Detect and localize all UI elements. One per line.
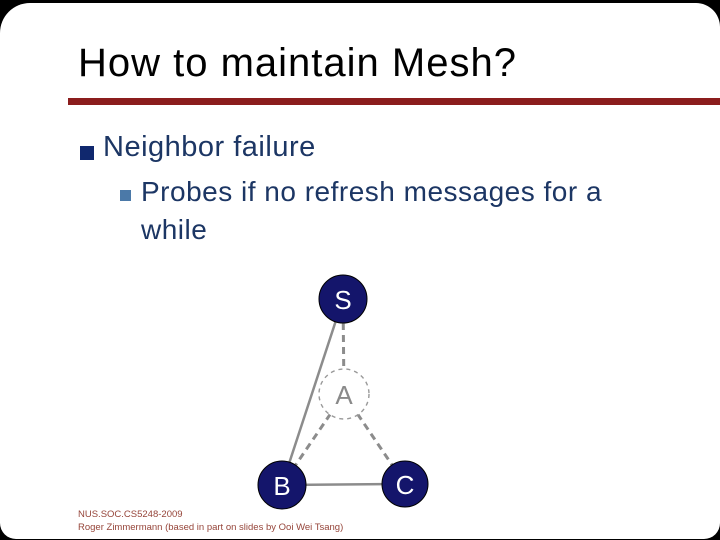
bullet-level2-marker bbox=[120, 190, 131, 201]
node-b-label: B bbox=[273, 471, 290, 501]
node-b-circle bbox=[257, 460, 307, 510]
footer-course-code: NUS.SOC.CS5248-2009 bbox=[78, 509, 183, 520]
slide: How to maintain Mesh? Neighbor failure P… bbox=[0, 3, 720, 539]
slide-title: How to maintain Mesh? bbox=[78, 41, 517, 85]
node-c-circle bbox=[381, 460, 429, 508]
footer-attribution: Roger Zimmermann (based in part on slide… bbox=[78, 522, 344, 533]
bullet-level2-text: Probes if no refresh messages for a whil… bbox=[141, 176, 603, 245]
title-rule bbox=[68, 98, 720, 105]
node-c-label: C bbox=[396, 470, 415, 500]
node-a-circle bbox=[318, 368, 370, 420]
bullet-level1-text: Neighbor failure bbox=[103, 131, 316, 163]
node-s-circle bbox=[318, 274, 368, 324]
footer: NUS.SOC.CS5248-2009 Roger Zimmermann (ba… bbox=[78, 508, 343, 534]
bullet-level1-marker bbox=[80, 146, 94, 160]
node-a-label: A bbox=[335, 380, 353, 410]
node-s-label: S bbox=[334, 285, 351, 315]
mesh-diagram: S A B C bbox=[257, 274, 429, 510]
edge-s-b bbox=[280, 298, 345, 486]
